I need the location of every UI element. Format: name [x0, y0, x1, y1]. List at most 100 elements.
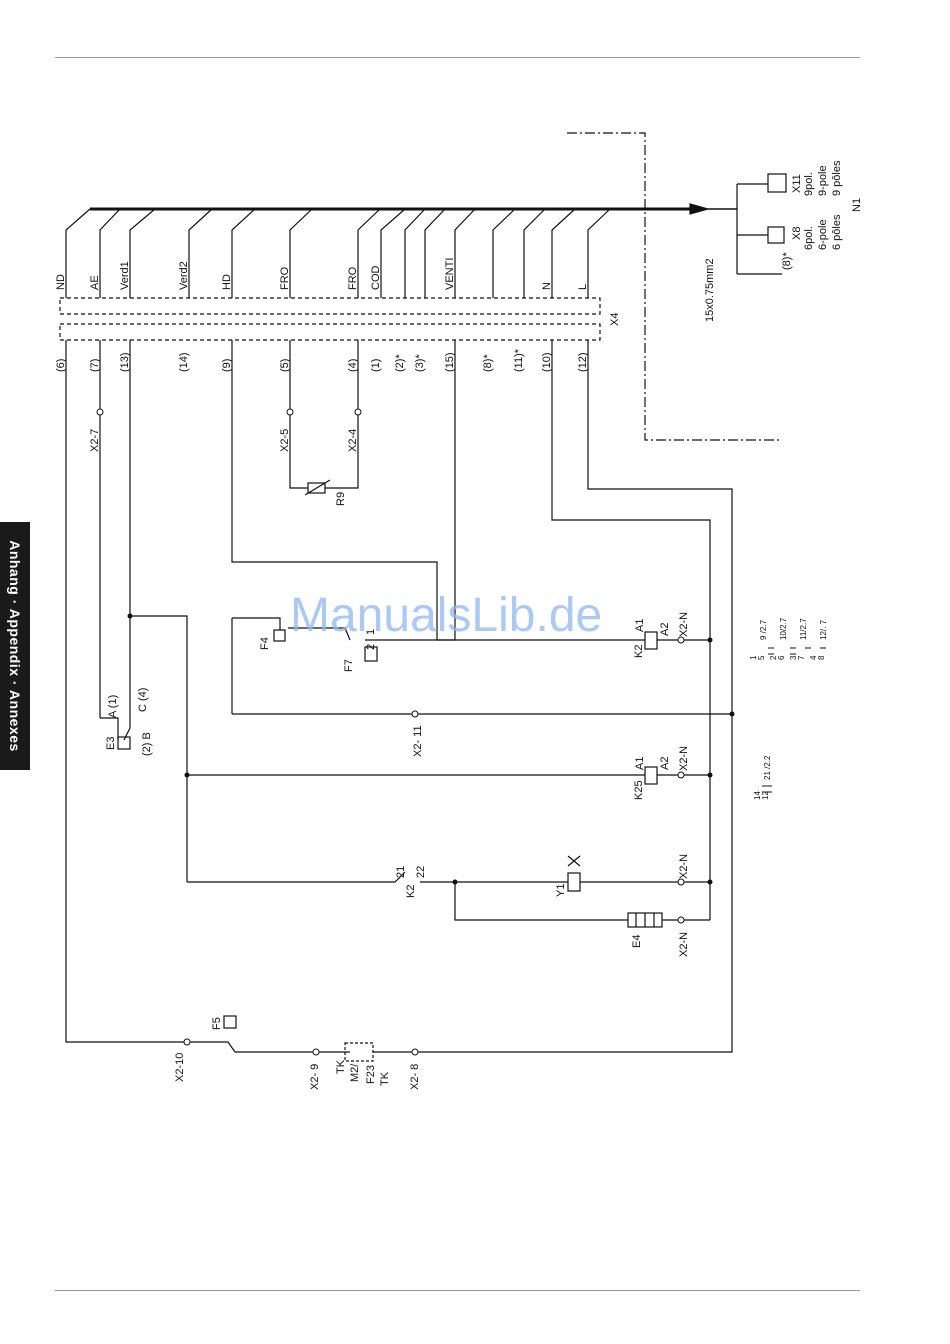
- tk-label: TK: [379, 1071, 391, 1086]
- terminal-label: X2- 9: [309, 1064, 321, 1090]
- signal-label: ND: [55, 274, 67, 290]
- f7-label: F7: [343, 659, 355, 672]
- k25-legend: 21 /2.2 14 12: [753, 755, 772, 800]
- f4-symbol: [273, 629, 286, 642]
- wire-number: (2)*: [394, 354, 406, 372]
- x8-desc: 6 pôles: [831, 214, 843, 250]
- x11-desc: 9-pole: [817, 165, 829, 196]
- k2-contact-pin: 22: [415, 866, 427, 878]
- k25-coil: [644, 766, 658, 785]
- terminal-label: X2-N: [678, 612, 690, 637]
- f4-label: F4: [259, 637, 271, 650]
- f5-label: F5: [211, 1017, 223, 1030]
- legend-pin: 5: [757, 655, 766, 660]
- e3-label: E3: [105, 737, 117, 750]
- x11-desc: 9 pôles: [831, 160, 843, 196]
- signal-label: COD: [370, 266, 382, 291]
- e3-symbol: [117, 736, 131, 750]
- k25-pin: A1: [634, 757, 646, 770]
- wire-number: (3)*: [414, 354, 426, 372]
- board-branches: [736, 183, 782, 275]
- watermark: ManualsLib.de: [290, 589, 603, 642]
- x4-frame-upper: [59, 297, 601, 315]
- legend-contact: 9 /2.7: [759, 619, 768, 640]
- legend-pin: 1: [749, 655, 758, 660]
- wire-number: (4): [347, 359, 359, 372]
- wire-fro5: [289, 340, 308, 489]
- r9-symbol: [307, 482, 326, 494]
- terminal-labels: X2-7 X2-5 X2-4 X2- 11 X2-N X2-N X2-N X2-…: [89, 429, 690, 1090]
- f23-label: F23: [365, 1065, 377, 1084]
- e4-label: E4: [631, 935, 643, 948]
- wire-number: (8)*: [482, 354, 494, 372]
- wire-n: [551, 340, 711, 920]
- board-boundary: [567, 132, 780, 441]
- wire-verd1: [129, 340, 188, 882]
- wire-number: (12): [577, 352, 589, 372]
- wire-number-labels: (6) (7) (13) (14) (9) (5) (4) (1) (2)* (…: [55, 348, 589, 372]
- k2-contact-legend: [768, 647, 826, 655]
- legend-pin: 14: [753, 791, 762, 800]
- x11-desc: 9pol.: [803, 172, 815, 196]
- component-labels: R9 E3 A (1) C (4) (2) B F4 F7 1 2 F5 K2 …: [105, 492, 671, 1086]
- bundle-fanout: [65, 208, 611, 298]
- k2-contact-label: K2: [405, 885, 417, 898]
- x8-desc: 6pol.: [803, 226, 815, 250]
- y1-coil: [567, 872, 581, 892]
- wire-number: (15): [444, 352, 456, 372]
- wire-number: (11)*: [513, 348, 525, 372]
- legend-contact: 12/. 7: [819, 619, 828, 640]
- terminal-label: X2-5: [279, 429, 291, 452]
- wire-nd: [65, 340, 187, 1043]
- k2-pin: A1: [634, 619, 646, 632]
- k2-coil-label: K2: [633, 645, 645, 658]
- f5-symbol: [223, 1015, 237, 1029]
- wire-number: (14): [178, 352, 190, 372]
- signal-label: AE: [89, 275, 101, 290]
- y1-label: Y1: [555, 884, 567, 897]
- m2-label: M2/: [349, 1063, 361, 1082]
- terminal-label: X2-7: [89, 429, 101, 452]
- legend-contact: 11/2.7: [799, 618, 808, 640]
- signal-label: FRO: [347, 266, 359, 290]
- legend-pin: 2: [769, 655, 778, 660]
- terminal-label: X2- 11: [412, 725, 424, 757]
- x11-connector: [767, 173, 787, 193]
- k2-coil: [644, 631, 658, 650]
- x8-name: X8: [791, 227, 803, 240]
- signal-label: Verd1: [119, 261, 131, 290]
- wire-l: [415, 340, 733, 1053]
- terminal-label: X2-4: [347, 429, 359, 452]
- tk-label: TK: [335, 1059, 347, 1074]
- wire-number: (6): [55, 359, 67, 372]
- terminal-label: X2-N: [678, 746, 690, 771]
- pin-label: 1: [365, 629, 377, 635]
- legend-pin: 7: [797, 655, 806, 660]
- wire-fro4: [325, 340, 359, 489]
- k25-pin: A2: [659, 757, 671, 770]
- legend-pin: 8: [817, 655, 826, 660]
- x4-frame-lower: [59, 323, 601, 341]
- x11-name: X11: [791, 174, 803, 193]
- f7-symbol: [364, 646, 378, 662]
- x4-label: X4: [609, 313, 621, 326]
- wire-number: (9): [221, 359, 233, 372]
- wire-number: (1): [370, 359, 382, 372]
- section-tab: [0, 522, 30, 770]
- signal-label: FRO: [279, 266, 291, 290]
- legend-pin: 6: [777, 655, 786, 660]
- k2-pin: A2: [659, 623, 671, 636]
- e3-contact: A (1): [107, 695, 119, 718]
- terminal-label: X2-N: [678, 854, 690, 879]
- legend-contact: 21 /2.2: [763, 755, 772, 780]
- board-label: N1: [851, 198, 863, 212]
- legend-contact: 10/2.7: [779, 617, 788, 640]
- k25-contact-legend: [762, 785, 772, 793]
- bottom-rule: [55, 1290, 860, 1291]
- terminal-label: X2-N: [678, 932, 690, 957]
- terminal-label: X2- 8: [409, 1064, 421, 1090]
- top-rule: [55, 57, 860, 58]
- signal-label: L: [577, 284, 589, 290]
- k25-label: K25: [633, 780, 645, 800]
